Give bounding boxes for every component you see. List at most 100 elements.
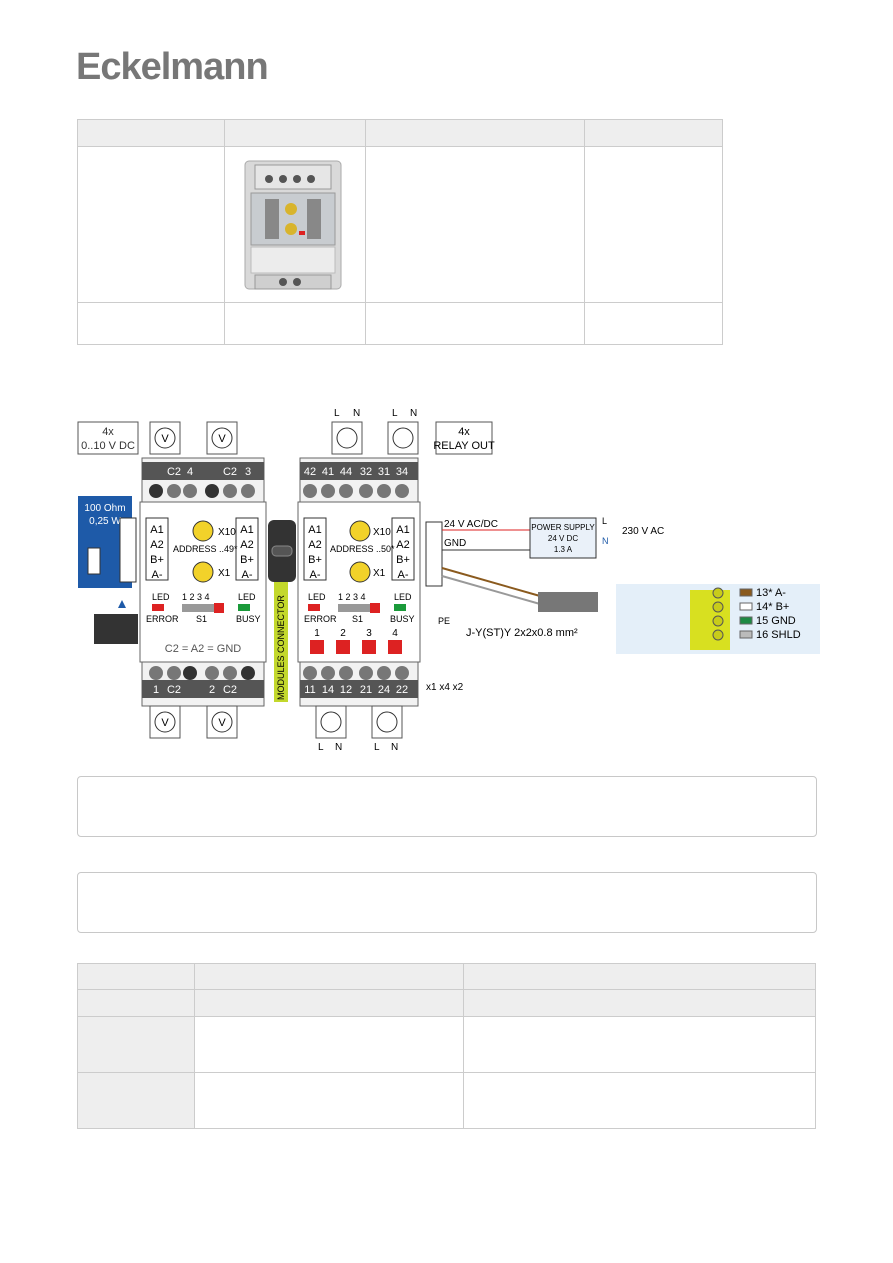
svg-text:1.3 A: 1.3 A: [554, 545, 573, 554]
svg-text:34: 34: [396, 466, 408, 478]
svg-text:S1: S1: [352, 614, 363, 624]
product-image-cell: [224, 146, 366, 303]
svg-text:2: 2: [209, 684, 215, 696]
svg-text:L: L: [602, 516, 607, 526]
table-cell: [224, 302, 366, 345]
svg-text:S1: S1: [196, 614, 207, 624]
connector-pin-label: 14* B+: [756, 601, 789, 613]
svg-text:A1: A1: [308, 524, 321, 536]
svg-text:BUSY: BUSY: [390, 614, 415, 624]
lamp-icon: [376, 711, 398, 733]
svg-text:V: V: [161, 717, 169, 729]
table-cell: [77, 302, 225, 345]
svg-text:L: L: [334, 408, 340, 419]
mains-label: 230 V AC: [622, 526, 664, 537]
table-header-cell: [77, 963, 195, 990]
svg-text:41: 41: [322, 466, 334, 478]
svg-text:LED: LED: [394, 592, 412, 602]
table-cell: [584, 146, 723, 303]
table-cell: [194, 989, 464, 1017]
voltmeter-icon: V: [149, 421, 181, 455]
svg-text:LED: LED: [308, 592, 326, 602]
svg-text:N: N: [602, 536, 609, 546]
svg-text:X1: X1: [373, 568, 386, 579]
svg-text:N: N: [410, 408, 417, 419]
screw-terminal-icon: [712, 615, 724, 627]
svg-text:A-: A-: [310, 569, 321, 581]
modules-connector-label: MODULES CONNECTOR: [276, 595, 286, 700]
resistor-value: 100 Ohm: [84, 503, 125, 514]
rotary-switch-icon: [349, 520, 371, 542]
lamp-icon: [336, 427, 358, 449]
product-image: [244, 160, 342, 290]
svg-text:12: 12: [340, 684, 352, 696]
note-box: [77, 872, 817, 933]
busy-led: [394, 604, 406, 611]
svg-text:BUSY: BUSY: [236, 614, 261, 624]
svg-text:B+: B+: [150, 554, 164, 566]
svg-text:A-: A-: [242, 569, 253, 581]
svg-text:22: 22: [396, 684, 408, 696]
svg-text:ERROR: ERROR: [146, 614, 179, 624]
voltmeter-icon: V: [149, 705, 181, 739]
wire-color-swatch: [739, 616, 753, 625]
cable-icon: [538, 592, 598, 612]
svg-text:A1: A1: [150, 524, 163, 536]
svg-text:A-: A-: [398, 569, 409, 581]
svg-text:4: 4: [392, 628, 398, 639]
svg-text:V: V: [218, 433, 226, 445]
svg-text:4: 4: [187, 466, 193, 478]
svg-text:N: N: [335, 742, 342, 753]
svg-text:B+: B+: [396, 554, 410, 566]
pe-label: PE: [438, 616, 450, 626]
wire-color-swatch: [739, 630, 753, 639]
relay-button: [336, 640, 350, 654]
svg-text:24 V DC: 24 V DC: [548, 534, 578, 543]
supply-voltage-label: 24 V AC/DC: [444, 519, 498, 530]
svg-text:LED: LED: [152, 592, 170, 602]
relay-positions-label: x1 x4 x2: [426, 682, 464, 693]
note-box: [77, 776, 817, 837]
svg-text:3: 3: [245, 466, 251, 478]
table-cell: [77, 1072, 195, 1129]
wire-color-swatch: [739, 602, 753, 611]
svg-text:X10: X10: [218, 527, 236, 538]
svg-text:1: 1: [314, 628, 320, 639]
left-label-range: 0..10 V DC: [81, 440, 135, 452]
screw-terminal-icon: [712, 601, 724, 613]
svg-text:24: 24: [378, 684, 390, 696]
table-cell: [194, 1016, 464, 1073]
rotary-switch-icon: [349, 561, 371, 583]
voltmeter-icon: V: [206, 705, 238, 739]
busy-led: [238, 604, 250, 611]
power-supply-box: [529, 517, 597, 559]
svg-text:C2: C2: [223, 466, 237, 478]
svg-text:V: V: [161, 433, 169, 445]
svg-text:L: L: [318, 742, 324, 753]
rotary-switch-icon: [192, 561, 214, 583]
relay-button: [388, 640, 402, 654]
right-module: L N L N 42 41 44 32 31 34 A1 A2 B+ A- A1…: [297, 408, 421, 753]
svg-text:44: 44: [340, 466, 352, 478]
svg-text:ADDRESS ..50*: ADDRESS ..50*: [330, 544, 395, 554]
svg-text:L: L: [374, 742, 380, 753]
table-cell: [584, 302, 723, 345]
svg-text:POWER SUPPLY: POWER SUPPLY: [531, 523, 595, 532]
left-label-count: 4x: [102, 426, 114, 438]
terminal-block-icon: [94, 614, 138, 644]
lamp-icon: [392, 427, 414, 449]
dip-switch: [338, 604, 378, 612]
svg-text:A1: A1: [240, 524, 253, 536]
error-led: [152, 604, 164, 611]
table-header-cell: [584, 119, 723, 147]
relay-button: [310, 640, 324, 654]
screw-terminal-icon: [712, 629, 724, 641]
svg-text:42: 42: [304, 466, 316, 478]
cable-type-label: J-Y(ST)Y 2x2x0.8 mm²: [466, 627, 578, 639]
table-cell: [463, 1016, 816, 1073]
left-module: C2 4 C2 3 A1 A2 B+ A- A1 A2 B+ A- X10 AD…: [139, 457, 267, 707]
svg-text:C2: C2: [167, 684, 181, 696]
wiring-diagram: 4x 0..10 V DC V V C2 4 C2 3 A1 A2 B+ A- …: [77, 408, 820, 753]
svg-text:A-: A-: [152, 569, 163, 581]
